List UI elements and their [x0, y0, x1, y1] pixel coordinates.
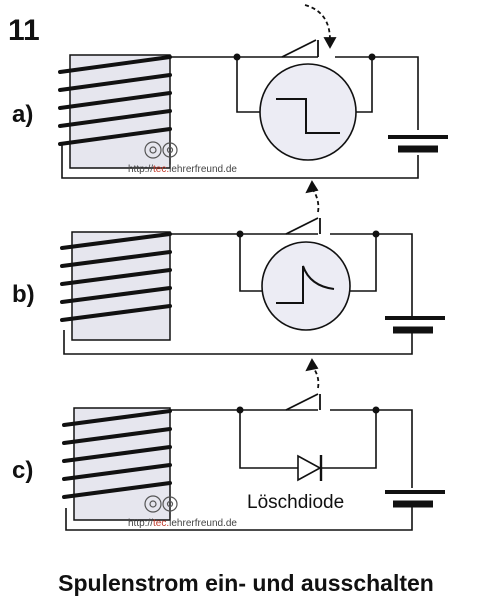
coil-a	[58, 54, 172, 169]
watermark-prefix: http://	[128, 164, 153, 175]
watermark-c: http://tec.lehrerfreund.de	[128, 495, 237, 529]
switch-a	[281, 4, 337, 58]
scope-a	[259, 63, 357, 161]
battery-a	[388, 135, 448, 153]
watermark-accent: tec.	[153, 518, 169, 529]
switch-b	[285, 180, 321, 235]
watermark-suffix: lehrerfreund.de	[169, 518, 237, 529]
circuit-b: b)	[12, 180, 445, 355]
watermark-suffix: lehrerfreund.de	[169, 164, 237, 175]
watermark-prefix: http://	[128, 518, 153, 529]
row-label-b: b)	[12, 281, 35, 308]
junction-b-right	[372, 230, 380, 238]
flyback-diode	[297, 454, 323, 482]
junction-a-right	[368, 53, 376, 61]
svg-text:http://tec.lehrerfreund.de: http://tec.lehrerfreund.de	[128, 164, 237, 175]
scope-b	[261, 241, 351, 331]
row-label-c: c)	[12, 457, 33, 484]
battery-b	[385, 316, 445, 334]
watermark-accent: tec.	[153, 164, 169, 175]
circuit-c: c) Löschdiode	[12, 358, 445, 531]
figure-number: 11	[8, 14, 40, 47]
svg-text:http://tec.lehrerfreund.de: http://tec.lehrerfreund.de	[128, 518, 237, 529]
coil-c	[62, 407, 172, 521]
battery-c	[385, 490, 445, 508]
circuit-a: a)	[12, 4, 448, 179]
caption: Spulenstrom ein- und ausschalten	[58, 570, 434, 596]
switch-c	[285, 358, 321, 411]
junction-a-left	[233, 53, 241, 61]
row-label-a: a)	[12, 101, 33, 128]
watermark-a: http://tec.lehrerfreund.de	[128, 141, 237, 175]
coil-b	[60, 231, 172, 341]
junction-c-left	[236, 406, 244, 414]
junction-b-left	[236, 230, 244, 238]
junction-c-right	[372, 406, 380, 414]
diode-label: Löschdiode	[247, 492, 344, 513]
